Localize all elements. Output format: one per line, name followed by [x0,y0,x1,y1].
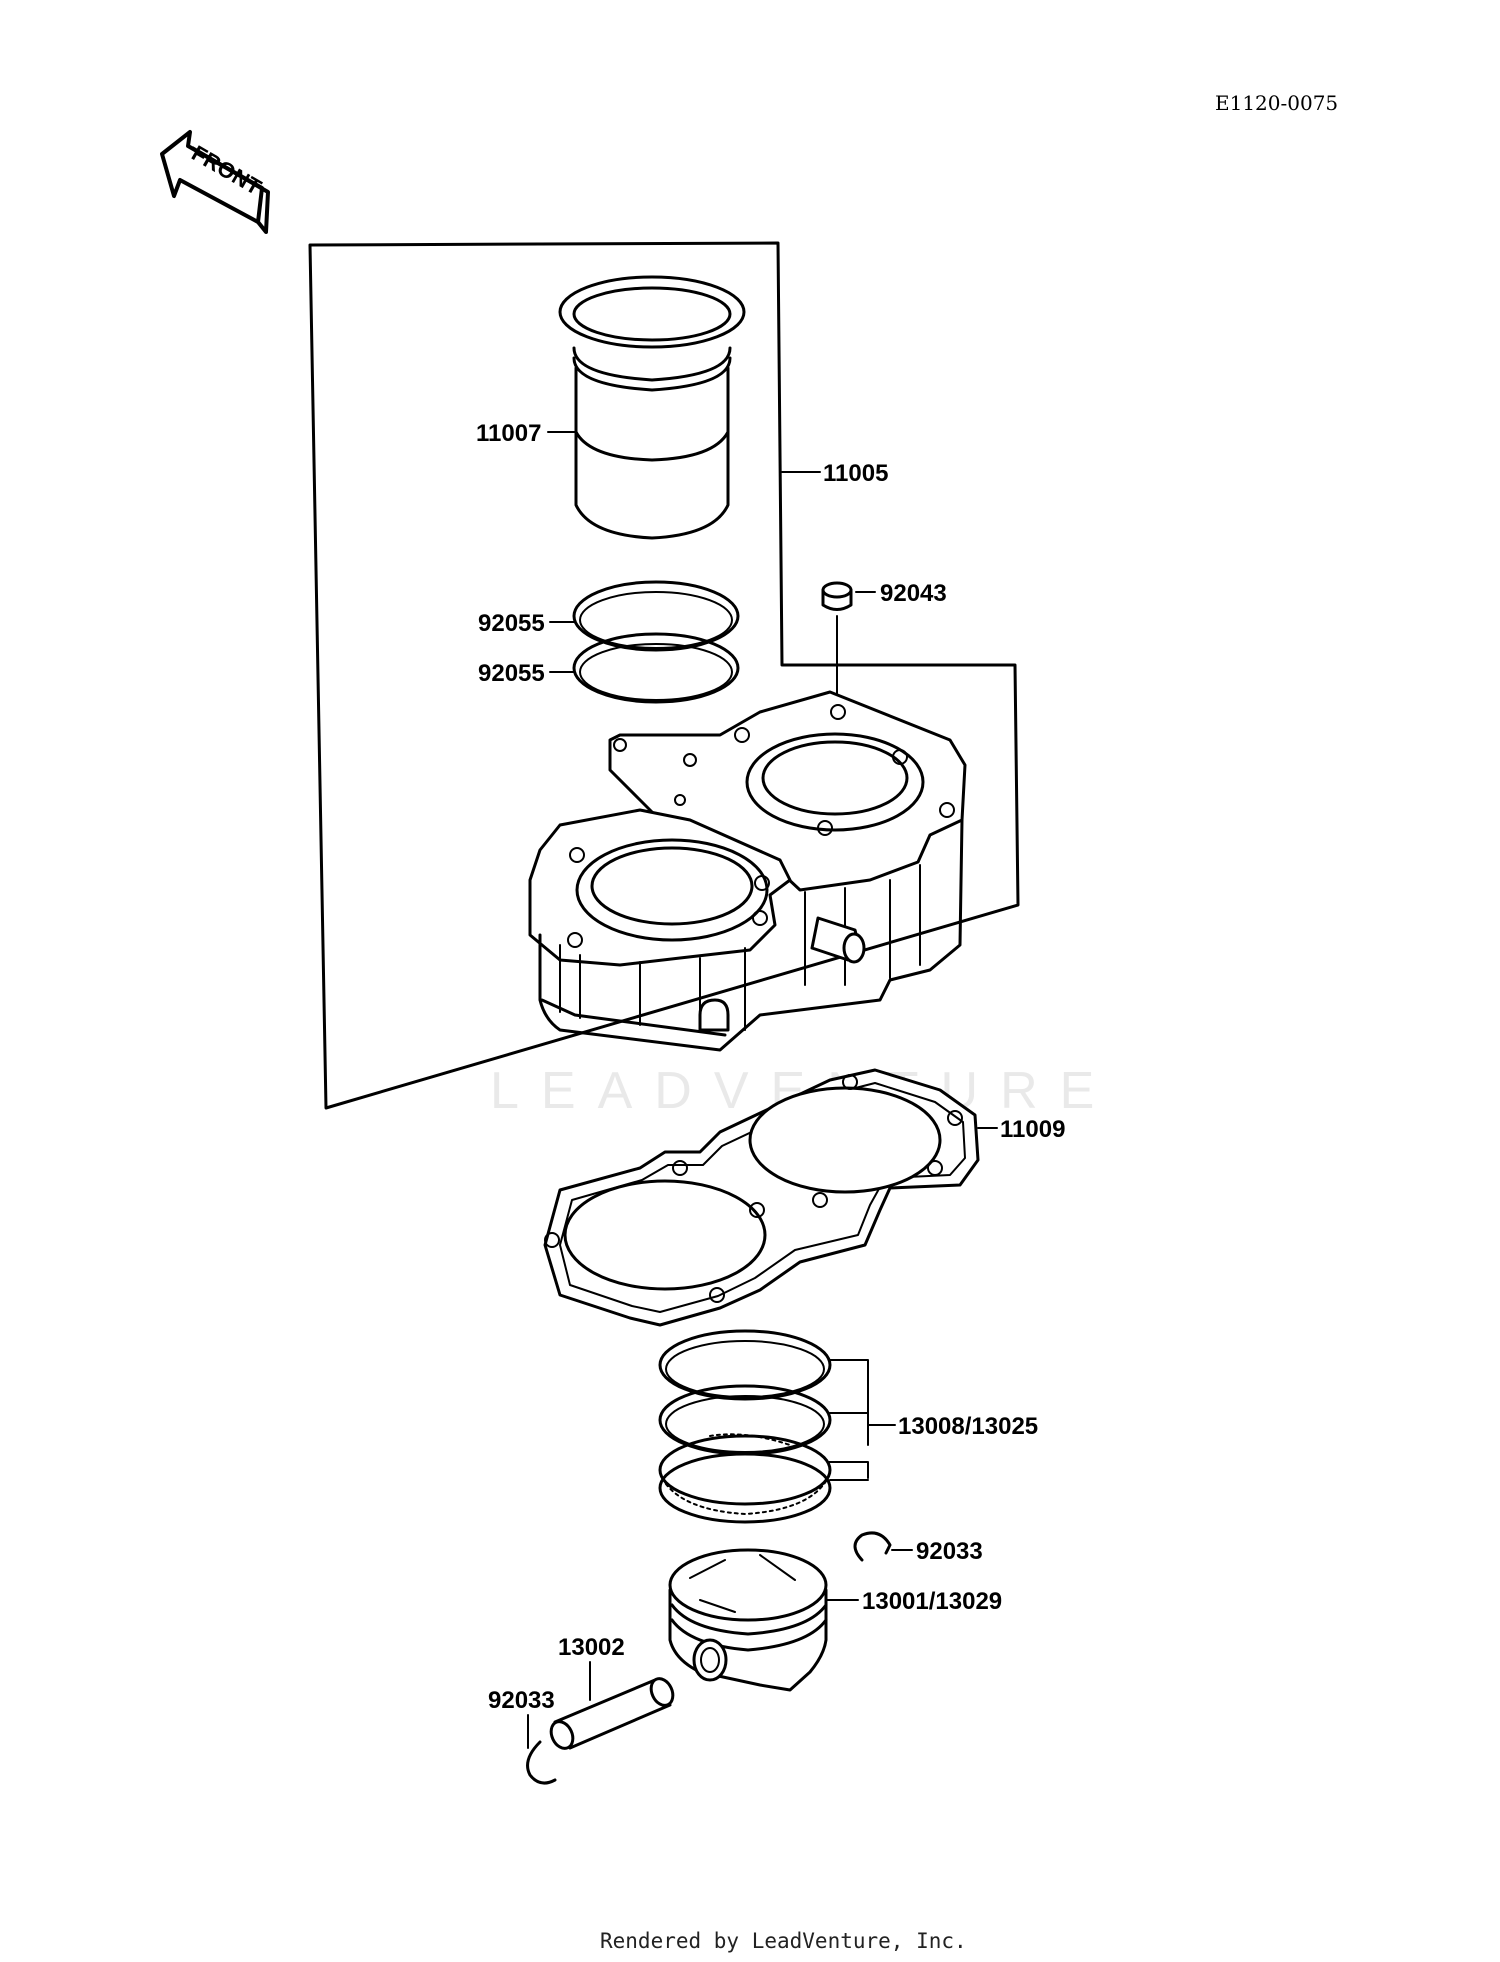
label-dowel-pin[interactable]: 92043 [880,580,947,607]
cylinder-sleeve [558,275,746,540]
footer-credit: Rendered by LeadVenture, Inc. [600,1929,967,1953]
front-arrow-icon: FRONT [160,130,270,234]
label-piston-rings[interactable]: 13008/13025 [898,1413,1038,1440]
cylinder-assembly-box [308,241,1020,1110]
piston [668,1548,828,1692]
cylinder-block [528,690,967,1052]
label-cylinder-assy[interactable]: 11005 [823,460,888,487]
circlip-left [526,1740,557,1785]
label-piston[interactable]: 13001/13029 [862,1588,1002,1615]
base-gasket [543,1068,980,1327]
label-circlip-left[interactable]: 92033 [488,1687,555,1714]
leader-lines [527,431,998,1749]
label-o-ring-upper[interactable]: 92055 [478,610,545,637]
label-piston-pin[interactable]: 13002 [558,1634,625,1661]
label-o-ring-lower[interactable]: 92055 [478,660,545,687]
label-circlip-right[interactable]: 92033 [916,1538,983,1565]
piston-pin [549,1677,675,1750]
label-sleeve[interactable]: 11007 [476,420,541,447]
label-base-gasket[interactable]: 11009 [1000,1116,1065,1143]
circlip-right [853,1531,892,1562]
diagram-code: E1120-0075 [1215,91,1338,115]
piston-rings [658,1329,832,1524]
o-ring-upper [572,580,740,652]
dowel-pin [821,581,853,706]
o-ring-lower [572,632,740,704]
